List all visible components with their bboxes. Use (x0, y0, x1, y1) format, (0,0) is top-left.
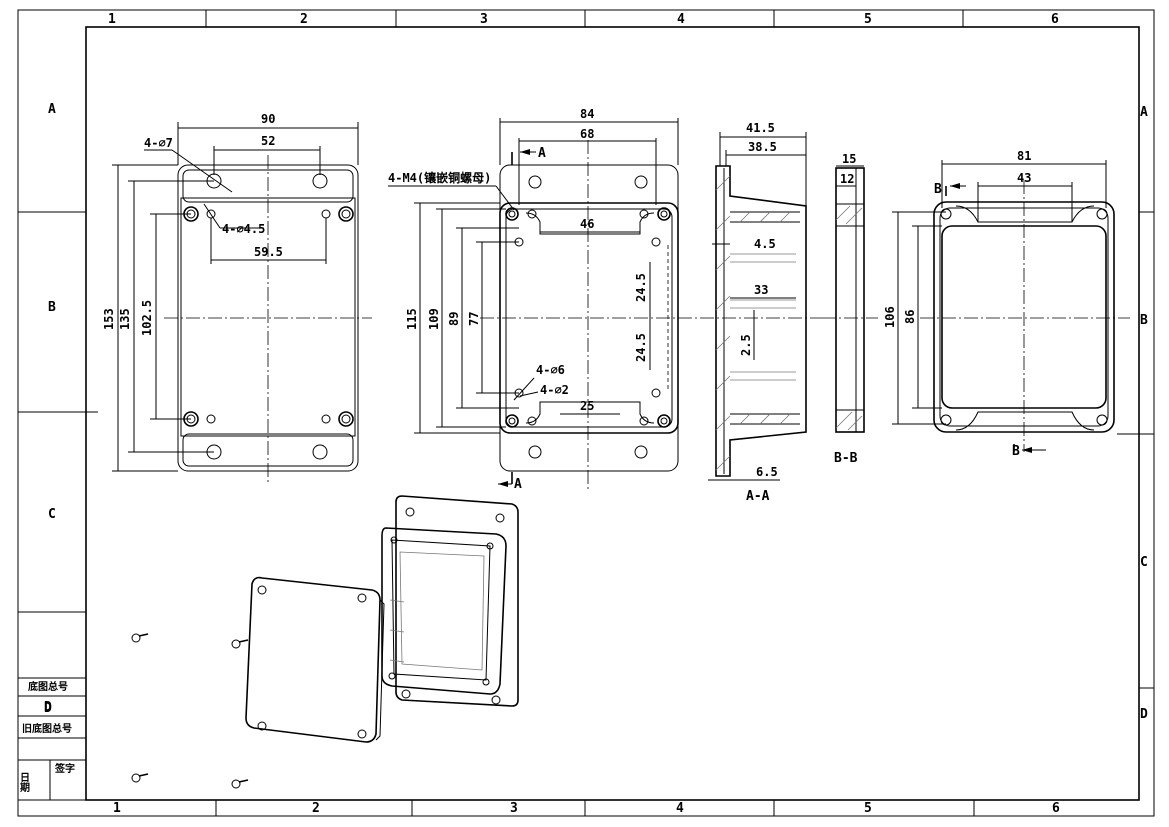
col-label-top-2: 2 (300, 12, 308, 27)
body-dim-width-inner: 68 (580, 127, 594, 141)
row-label-right-b: B (1140, 313, 1148, 328)
row-label-left-d: D (44, 701, 52, 716)
body-dim-hole-dia-b: 4-⌀2 (540, 383, 569, 397)
body-dim-rib-a: 24.5 (634, 273, 648, 302)
body-dim-height-3: 89 (447, 312, 461, 326)
iso-lid (245, 576, 385, 743)
col-label-top-3: 3 (480, 12, 488, 27)
body-dim-hole-dia-a: 4-⌀6 (536, 363, 565, 377)
lid-front-view: 90 4-⌀7 52 4-⌀4.5 59.5 153 135 102.5 (102, 112, 372, 482)
iso-body (381, 495, 519, 707)
orig-drawing-letter: D (44, 700, 52, 715)
bb-dim-15: 15 (842, 152, 856, 166)
inner-section-mark-bottom: B (1012, 444, 1020, 459)
lid-dim-height-overall: 153 (102, 308, 116, 330)
col-label-top-6: 6 (1051, 12, 1059, 27)
body-section-mark-top: A (538, 146, 546, 161)
row-label-right-d: D (1140, 707, 1148, 722)
row-label-right-c: C (1140, 555, 1148, 570)
lid-dim-inner-spacing: 59.5 (254, 245, 283, 259)
col-label-top-5: 5 (864, 12, 872, 27)
body-dim-bottom-spacing: 25 (580, 399, 594, 413)
col-label-bottom-6: 6 (1052, 801, 1060, 816)
col-label-top-4: 4 (677, 12, 685, 27)
bb-dim-12: 12 (840, 172, 854, 186)
old-base-no-label: 旧底图总号 (22, 722, 72, 735)
lid-hole-bottom-right (312, 444, 328, 460)
aa-dim-6-5: 6.5 (756, 465, 778, 479)
drawing-frame (17, 9, 1155, 817)
aa-dim-depth-inner: 38.5 (748, 140, 777, 154)
section-aa-label: A-A (746, 489, 770, 504)
aa-dim-33: 33 (754, 283, 768, 297)
col-label-top-1: 1 (108, 12, 116, 27)
body-dim-rib-spacing: 46 (580, 217, 594, 231)
col-label-bottom-1: 1 (113, 801, 121, 816)
inner-dim-height-overall: 106 (883, 306, 897, 328)
orig-drawing-no-label: 底图总号 (28, 680, 68, 693)
section-bb-view: 15 12 B-B (822, 152, 878, 466)
inner-dim-width-overall: 81 (1017, 149, 1031, 163)
title-block: 底图总号 D 旧底图总号 日期 签字 (17, 677, 87, 801)
lid-dim-height-mid: 135 (118, 308, 132, 330)
aa-dim-depth-overall: 41.5 (746, 121, 775, 135)
aa-dim-4-5: 4.5 (754, 237, 776, 251)
lid-dim-width-overall: 90 (261, 112, 275, 126)
body-front-view: 84 68 A 4-M4(镶嵌铜螺母) 46 115 109 89 77 24.… (388, 107, 698, 492)
frame-labels: 1 2 3 4 5 6 1 2 3 4 5 6 A B C D A B C D (44, 12, 1148, 816)
lid-dim-hole-dia-inner: 4-⌀4.5 (222, 222, 265, 236)
inner-section-mark-top: B (934, 182, 942, 197)
section-bb-label: B-B (834, 451, 858, 466)
body-dim-height-overall: 115 (405, 308, 419, 330)
col-label-bottom-5: 5 (864, 801, 872, 816)
lid-hole-top-right (312, 173, 328, 189)
body-dim-thread-note: 4-M4(镶嵌铜螺母) (388, 170, 491, 185)
row-label-left-a: A (48, 102, 56, 117)
body-dim-width-overall: 84 (580, 107, 594, 121)
body-dim-height-4: 77 (467, 312, 481, 326)
signature-label: 签字 (54, 762, 75, 775)
row-label-left-c: C (48, 507, 56, 522)
screw-icon-4 (231, 779, 249, 789)
aa-dim-2-5: 2.5 (739, 334, 753, 356)
col-label-bottom-2: 2 (312, 801, 320, 816)
screw-icon-1 (131, 633, 149, 643)
body-dim-rib-b: 24.5 (634, 333, 648, 362)
row-label-right-a: A (1140, 105, 1148, 120)
section-aa-view: 41.5 38.5 4.5 33 2.5 6.5 A-A (700, 121, 822, 504)
col-label-bottom-4: 4 (676, 801, 684, 816)
screws (131, 633, 249, 789)
body-dim-height-2: 109 (427, 308, 441, 330)
row-label-left-b: B (48, 300, 56, 315)
inner-dim-height-inner: 86 (903, 310, 917, 324)
lid-dim-hole-spacing-top: 52 (261, 134, 275, 148)
body-section-mark-bottom: A (514, 477, 522, 492)
screw-icon-3 (131, 773, 149, 783)
inner-view: 81 43 106 86 B B (883, 149, 1130, 459)
screw-icon-2 (231, 639, 249, 649)
date-label: 日期 (18, 772, 30, 793)
lid-dim-hole-dia-top: 4-⌀7 (144, 136, 173, 150)
inner-dim-width-inner: 43 (1017, 171, 1031, 185)
col-label-bottom-3: 3 (510, 801, 518, 816)
lid-dim-height-inner: 102.5 (140, 300, 154, 336)
